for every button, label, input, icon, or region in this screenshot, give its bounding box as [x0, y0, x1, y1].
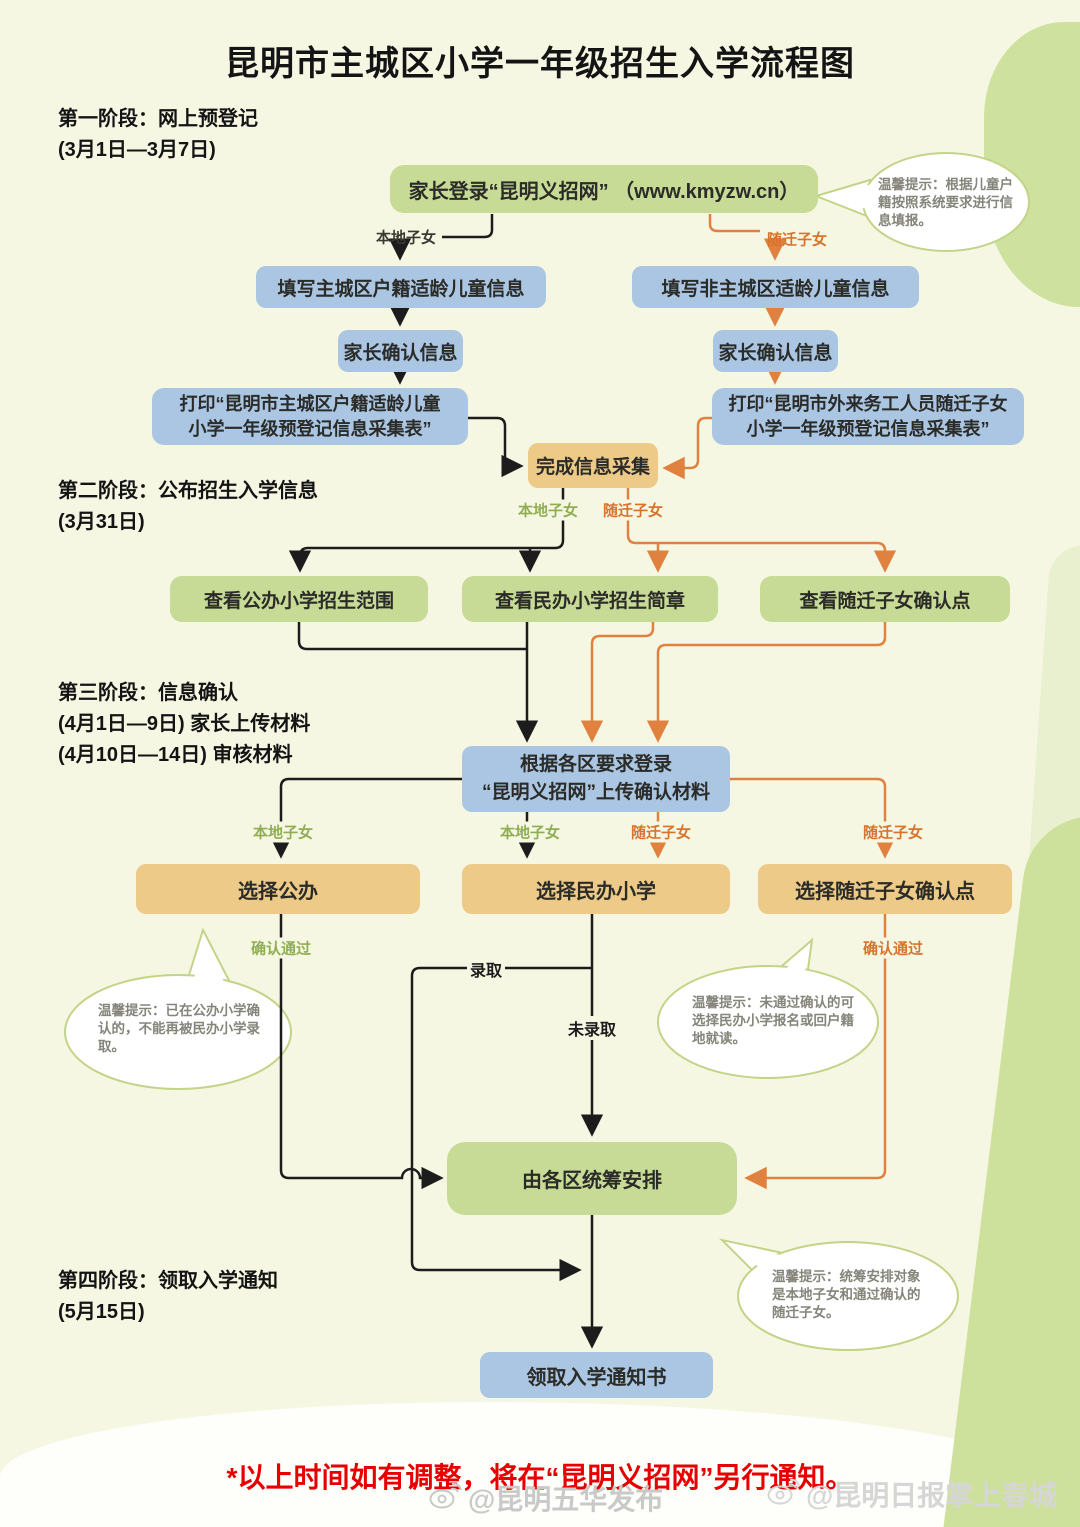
node-parent-login: 家长登录“昆明义招网” （www.kmyzw.cn） — [390, 165, 818, 213]
black-flow-lines — [269, 214, 604, 1349]
tip-bubble-2 — [64, 927, 292, 1090]
node-choose-public: 选择公办 — [136, 864, 420, 914]
footnote-red-notice: *以上时间如有调整，将在“昆明义招网”另行通知。 — [226, 1462, 854, 1493]
edge-label-not-admitted: 未录取 — [564, 1016, 620, 1040]
weibo-icon — [766, 1476, 800, 1513]
node-overall-arrangement: 由各区统筹安排 — [447, 1142, 737, 1215]
stage-4-title: 第四阶段：领取入学通知 — [58, 1270, 278, 1292]
edge-label-local-3: 本地子女 — [249, 821, 317, 843]
weibo-icon — [428, 1480, 462, 1517]
stage-1-title: 第一阶段：网上预登记 — [58, 108, 258, 130]
stage-1-label: 第一阶段：网上预登记 (3月1日—3月7日) — [58, 104, 258, 166]
print-migrant-line-1: 打印“昆明市外来务工人员随迁子女 — [728, 393, 1008, 414]
print-migrant-line-2: 小学一年级预登记信息采集表” — [746, 418, 990, 439]
node-receive-notice: 领取入学通知书 — [480, 1352, 713, 1398]
edge-label-migrant-4: 随迁子女 — [859, 821, 927, 843]
tip-text-4: 温馨提示：统筹安排对象是本地子女和通过确认的随迁子女。 — [772, 1269, 921, 1320]
edge-label-migrant-1: 随迁子女 — [766, 231, 828, 249]
node-view-public-range: 查看公办小学招生范围 — [170, 576, 428, 622]
node-fill-migrant-info: 填写非主城区适龄儿童信息 — [632, 266, 919, 308]
edge-label-local-1: 本地子女 — [375, 229, 437, 247]
stage-4-dates: (5月15日) — [58, 1301, 145, 1323]
edge-label-admitted: 录取 — [466, 957, 506, 981]
tip-text-3: 温馨提示：未通过确认的可选择民办小学报名或回户籍地就读。 — [692, 995, 854, 1046]
watermark-left: @昆明五华发布 — [428, 1478, 663, 1518]
edge-label-local-2: 本地子女 — [514, 499, 582, 521]
upload-line-1: 根据各区要求登录 — [519, 754, 672, 775]
tip-bubble-1 — [812, 152, 1030, 252]
edge-label-local-4: 本地子女 — [496, 821, 564, 843]
orange-flow-lines — [580, 214, 897, 1190]
stage-3-dates-2: (4月10日—14日) 审核材料 — [58, 744, 293, 766]
stage-2-title: 第二阶段：公布招生入学信息 — [58, 480, 318, 502]
tip-text-1: 温馨提示：根据儿童户籍按照系统要求进行信息填报。 — [878, 177, 1013, 228]
edge-label-migrant-2: 随迁子女 — [599, 499, 667, 521]
tip-bubble-4 — [718, 1238, 959, 1351]
node-confirm-migrant: 家长确认信息 — [713, 330, 838, 372]
node-complete-collection: 完成信息采集 — [528, 443, 658, 488]
stage-3-label: 第三阶段：信息确认 (4月1日—9日) 家长上传材料 (4月10日—14日) 审… — [58, 678, 310, 771]
tip-bubble-3 — [657, 937, 879, 1079]
stage-2-label: 第二阶段：公布招生入学信息 (3月31日) — [58, 476, 318, 538]
watermark-right: @昆明日报掌上春城 — [766, 1474, 1057, 1514]
node-view-private-guide: 查看民办小学招生简章 — [462, 576, 718, 622]
node-view-migrant-checkpoint: 查看随迁子女确认点 — [760, 576, 1010, 622]
edge-label-pass-left: 确认通过 — [247, 937, 315, 959]
node-fill-local-info: 填写主城区户籍适龄儿童信息 — [256, 266, 546, 308]
print-local-line-1: 打印“昆明市主城区户籍适龄儿童 — [179, 393, 441, 414]
tip-text-2: 温馨提示：已在公办小学确认的，不能再被民办小学录取。 — [98, 1003, 260, 1054]
watermark-right-text: @昆明日报掌上春城 — [806, 1480, 1058, 1511]
stage-2-dates: (3月31日) — [58, 511, 145, 533]
print-local-line-2: 小学一年级预登记信息采集表” — [188, 418, 432, 439]
stage-3-dates-1: (4月1日—9日) 家长上传材料 — [58, 713, 311, 735]
node-print-migrant-form: 打印“昆明市外来务工人员随迁子女 小学一年级预登记信息采集表” — [712, 388, 1024, 445]
edge-label-pass-right: 确认通过 — [859, 937, 927, 959]
node-choose-checkpoint: 选择随迁子女确认点 — [758, 864, 1012, 914]
node-choose-private: 选择民办小学 — [462, 864, 730, 914]
upload-line-2: “昆明义招网”上传确认材料 — [481, 782, 710, 803]
stage-4-label: 第四阶段：领取入学通知 (5月15日) — [58, 1266, 278, 1328]
stage-3-title: 第三阶段：信息确认 — [58, 682, 238, 704]
stage-1-dates: (3月1日—3月7日) — [58, 139, 216, 161]
node-print-local-form: 打印“昆明市主城区户籍适龄儿童 小学一年级预登记信息采集表” — [152, 388, 468, 445]
page-title: 昆明市主城区小学一年级招生入学流程图 — [225, 45, 855, 83]
watermark-left-text: @昆明五华发布 — [468, 1484, 664, 1515]
node-confirm-local: 家长确认信息 — [338, 330, 463, 372]
edge-label-migrant-3: 随迁子女 — [627, 821, 695, 843]
node-upload-materials: 根据各区要求登录 “昆明义招网”上传确认材料 — [462, 746, 730, 812]
